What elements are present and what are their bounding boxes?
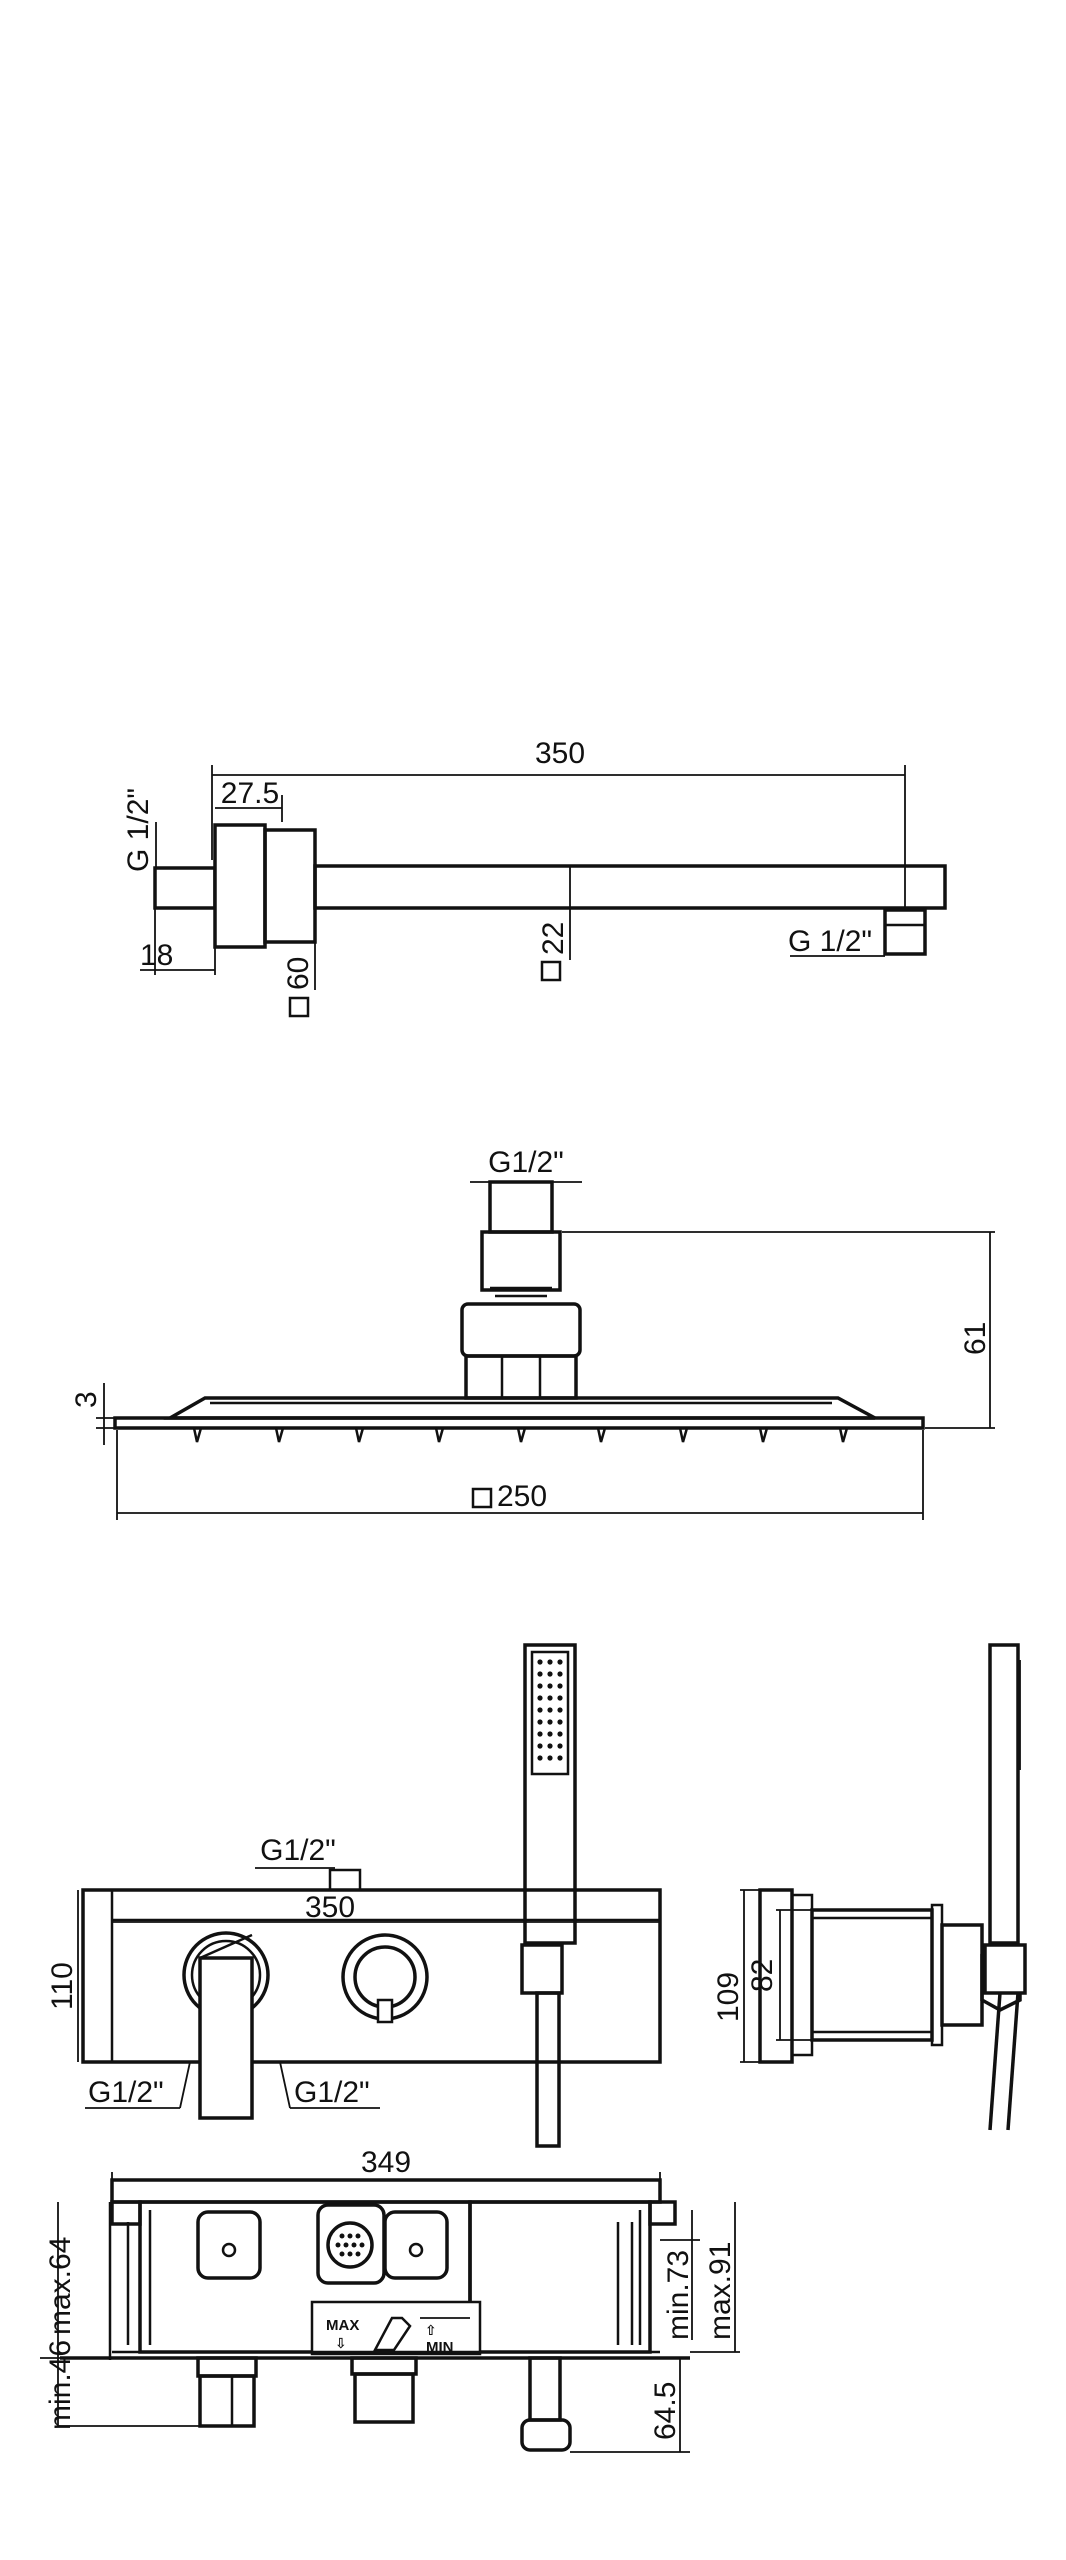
mixer-front-view: G1/2" 350 110 — [46, 1643, 662, 2148]
box-depth-max-label: max.91 — [704, 2242, 737, 2340]
box-depth-min-label: min.73 — [662, 2250, 695, 2340]
box-wall-min-label: min.46 — [44, 2340, 77, 2430]
box-body-right — [468, 2200, 652, 2354]
head-plate — [113, 1416, 925, 1430]
handshower-nozzle-grid — [537, 1659, 563, 1761]
outlet-left-nut — [196, 2356, 258, 2378]
arm-length-label: 350 — [535, 737, 585, 770]
diverter-knob — [353, 1945, 417, 2009]
mixer-lever — [198, 1956, 254, 2120]
side-body — [810, 1908, 934, 2042]
arm-cover — [263, 828, 317, 944]
head-thickness-label: 3 — [70, 1391, 103, 1408]
gauge-min-arrow: ⇧ — [425, 2322, 437, 2338]
handshower-holder — [520, 1943, 564, 1995]
box-wall-max-label: max.64 — [44, 2237, 77, 2335]
arm-depth-label: 18 — [140, 939, 173, 972]
side-holder — [983, 1943, 1027, 1995]
side-height-inner-label: 82 — [746, 1959, 779, 1992]
mixer-front-plate — [81, 1888, 662, 2064]
square-symbol-22 — [540, 960, 562, 982]
mixer-top-thread-label: G1/2" — [260, 1834, 336, 1867]
box-width-label: 349 — [361, 2146, 411, 2179]
diverter-filter — [326, 2221, 374, 2269]
arm-thread-right-label: G 1/2" — [788, 925, 872, 958]
head-hex — [464, 1354, 578, 1400]
head-nut — [480, 1230, 562, 1292]
mixer-height-label: 110 — [46, 1962, 79, 2010]
arm-section-label: 22 — [537, 922, 570, 955]
arm-tube — [313, 864, 947, 910]
mixer-top-inlet — [328, 1868, 362, 1892]
head-height-label: 61 — [959, 1322, 992, 1355]
head-nozzles — [192, 1427, 849, 1443]
outlet-mid-nut — [350, 2356, 418, 2376]
mixer-thread-right-label: G1/2" — [294, 2076, 370, 2109]
cartridge-left — [196, 2210, 262, 2280]
arm-end-fitting — [883, 908, 927, 956]
outlet-left — [198, 2374, 256, 2428]
head-thread-nipple — [488, 1180, 554, 1234]
head-size-label: 250 — [497, 1480, 547, 1513]
outlet-hose-nut — [520, 2418, 572, 2452]
square-symbol-250 — [471, 1487, 493, 1509]
side-outlet — [988, 1992, 1002, 2131]
handshower-outlet-pipe — [535, 1991, 561, 2148]
mixer-thread-left-label: G1/2" — [88, 2076, 164, 2109]
arm-flange — [213, 823, 267, 949]
mixer-side-view: 109 82 — [712, 1643, 1027, 2131]
gauge-max-label: MAX — [326, 2317, 359, 2334]
side-height-outer-label: 109 — [712, 1972, 745, 2022]
arm-flange-size-label: 60 — [282, 957, 315, 990]
handshower-body — [523, 1643, 577, 1945]
box-projection-label: 64.5 — [649, 2382, 682, 2440]
mixer-width-label: 350 — [305, 1891, 355, 1924]
square-symbol-60 — [288, 996, 310, 1018]
diverter-cartridge — [316, 2203, 386, 2285]
side-rosette — [940, 1923, 984, 2027]
outlet-hose — [528, 2356, 562, 2422]
box-top-plate — [110, 2178, 662, 2204]
outlet-mid — [353, 2372, 415, 2424]
mixer-box-view: 349 MAX ⇩ ⇧ MIN — [40, 2146, 740, 2453]
shower-head-view: G1/2" 61 3 250 — [70, 1146, 995, 1520]
side-handshower — [988, 1643, 1020, 1945]
head-plate-top — [163, 1396, 876, 1420]
gauge-max-arrow: ⇩ — [335, 2335, 347, 2351]
arm-thread-left-label: G 1/2" — [122, 788, 155, 872]
head-thread-label: G1/2" — [488, 1146, 564, 1179]
gauge-tool-icon — [372, 2316, 412, 2352]
shower-arm-view: 350 27.5 G 1/2" 18 60 22 G 1/2" — [122, 737, 947, 1018]
arm-flange-label: 27.5 — [221, 777, 279, 810]
arm-wall-nipple — [153, 866, 217, 910]
filter-holes — [335, 2233, 365, 2257]
gauge-min-label: MIN — [426, 2339, 454, 2356]
head-swivel — [460, 1302, 582, 1358]
